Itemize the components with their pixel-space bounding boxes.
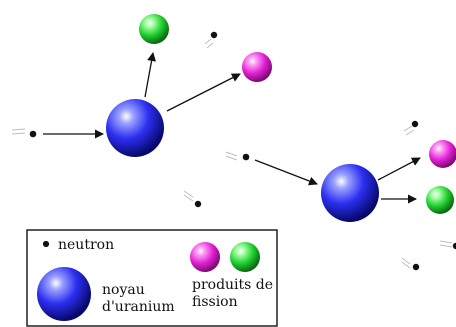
fission-product-magenta-right: [429, 140, 456, 168]
neutron-icon: [242, 153, 250, 161]
incoming-neutron-left: [11, 128, 37, 138]
neutron-icon: [194, 200, 202, 208]
motion-lines-icon: [183, 194, 194, 202]
motion-lines-icon: [439, 240, 453, 244]
arrow-to-magenta-top: [166, 73, 241, 112]
legend-uranium-icon: [37, 267, 91, 321]
free-neutron-top: [204, 31, 218, 49]
arrow-to-magenta-right: [377, 157, 421, 181]
motion-lines-icon: [401, 261, 411, 269]
legend: neutron noyau d'uranium produits de fiss…: [26, 229, 278, 327]
legend-nucleus-label-line2: d'uranium: [102, 299, 175, 315]
uranium-nucleus-right: [321, 164, 379, 222]
free-neutron-right-lower: [401, 257, 420, 271]
free-neutron-right-upper: [403, 120, 419, 136]
neutron-icon: [411, 120, 419, 128]
neutron-icon: [29, 130, 37, 138]
motion-lines-icon: [439, 244, 453, 248]
motion-lines-icon: [11, 132, 26, 135]
motion-lines-icon: [225, 155, 238, 161]
legend-products-label-line1: produits de: [192, 277, 273, 293]
motion-lines-icon: [405, 129, 415, 136]
legend-neutron-label: neutron: [58, 237, 114, 253]
incoming-neutron-middle: [225, 151, 250, 161]
neutron-icon: [210, 31, 218, 39]
legend-products-label-line2: fission: [192, 294, 238, 310]
legend-magenta-product-icon: [190, 242, 220, 272]
neutron-icon: [412, 263, 420, 271]
uranium-nucleus-left: [106, 99, 164, 157]
neutron-icon: [452, 242, 456, 250]
legend-nucleus-label-line1: noyau: [102, 282, 145, 298]
motion-lines-icon: [11, 128, 26, 131]
free-neutron-right-middle: [439, 240, 456, 250]
fission-product-green-top: [139, 14, 169, 44]
motion-lines-icon: [401, 257, 411, 265]
motion-lines-icon: [183, 190, 194, 198]
motion-lines-icon: [204, 38, 212, 45]
free-neutron-lower-middle: [183, 190, 202, 208]
legend-green-product-icon: [230, 242, 260, 272]
motion-lines-icon: [225, 151, 238, 157]
arrow-to-green-top: [144, 52, 156, 98]
legend-neutron-icon: [42, 240, 50, 248]
fission-product-green-right: [426, 186, 454, 214]
fission-product-magenta-top: [242, 52, 272, 82]
motion-lines-icon: [206, 42, 214, 49]
motion-lines-icon: [403, 125, 413, 132]
arrow-neutron-to-uranium-right: [254, 159, 318, 186]
